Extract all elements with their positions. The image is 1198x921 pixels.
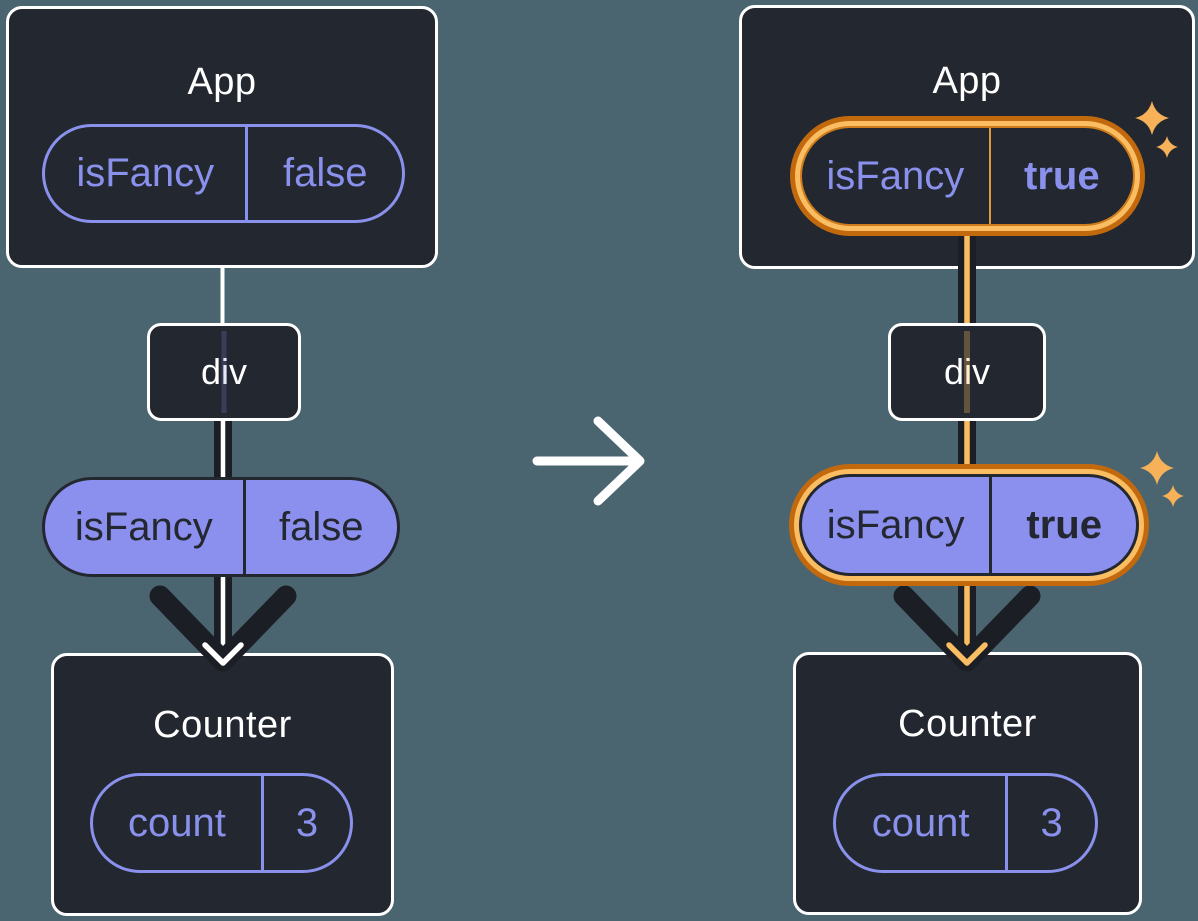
sparkle-icon (1162, 485, 1184, 507)
prop-value: true (1026, 502, 1102, 547)
div-node-after: div (888, 323, 1046, 421)
state-value: 3 (1040, 800, 1063, 845)
prop-name: isFancy (45, 480, 246, 574)
prop-name: isFancy (45, 127, 249, 220)
counter-title-before: Counter (153, 704, 292, 746)
app-title-after: App (932, 60, 1002, 102)
passthrough-line-after (964, 331, 970, 413)
app-prop-pill-after: isFancy true (800, 126, 1135, 226)
passed-prop-pill-before: isFancy false (42, 477, 400, 577)
state-value: 3 (295, 800, 319, 845)
app-prop-pill-highlight-after: isFancy true (790, 116, 1145, 236)
counter-title-after: Counter (898, 703, 1037, 745)
app-title-before: App (187, 61, 257, 103)
prop-name: isFancy (802, 128, 991, 224)
prop-name: isFancy (802, 477, 993, 573)
arrowhead-dark-before (149, 585, 297, 672)
div-label-after: div (943, 351, 991, 392)
div-node-before: div (147, 323, 301, 421)
counter-state-pill-before: count 3 (90, 773, 353, 873)
passed-prop-pill-after: isFancy true (799, 474, 1139, 576)
app-prop-pill-before: isFancy false (42, 124, 405, 223)
prop-value: true (1024, 153, 1100, 198)
counter-state-pill-after: count 3 (833, 773, 1098, 873)
state-name: count (836, 776, 1009, 870)
passed-prop-pill-highlight-after: isFancy true (789, 464, 1149, 586)
prop-value: false (282, 151, 368, 195)
passthrough-line-before (221, 331, 227, 413)
div-label-before: div (200, 351, 248, 392)
sparkle-icon (1140, 451, 1174, 485)
prop-value: false (279, 504, 364, 549)
state-name: count (93, 776, 264, 870)
